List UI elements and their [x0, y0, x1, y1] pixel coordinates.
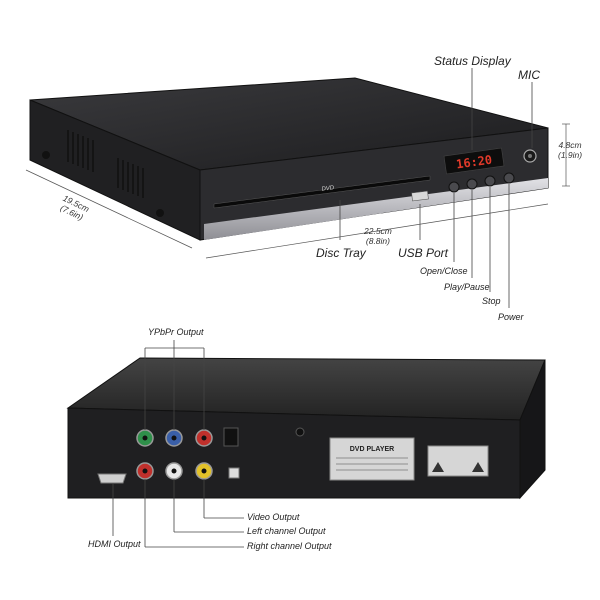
hdmi-port [97, 473, 127, 484]
usb-port-callout: USB Port [398, 246, 449, 260]
power-switch [223, 427, 239, 447]
open-close-callout: Open/Close [420, 266, 468, 276]
product-label [329, 437, 415, 481]
play-pause-callout: Play/Pause [444, 282, 490, 292]
display-time: 16:20 [455, 153, 493, 172]
left-channel-output-callout: Left channel Output [247, 526, 326, 536]
video-output-callout: Video Output [247, 512, 300, 522]
side-vents [67, 130, 144, 198]
usb-port [411, 190, 429, 202]
power-socket [228, 467, 240, 479]
width-dimension: 22.5cm (8.8in) [364, 226, 392, 246]
product-label-title: DVD PLAYER [350, 446, 394, 453]
dvd-player-back-view [66, 340, 546, 548]
back-callout-lines [112, 340, 244, 548]
power-callout: Power [498, 312, 524, 322]
warning-triangle-right [472, 462, 484, 472]
status-display-window [443, 147, 505, 175]
status-display-callout: Status Display [434, 54, 511, 68]
disc-tray-slot [213, 175, 431, 209]
side-screw-2 [156, 209, 164, 217]
side-screw-1 [42, 151, 50, 159]
hdmi-output-callout: HDMI Output [88, 539, 141, 549]
width-cm: 22.5cm [364, 226, 392, 236]
rear-screw [295, 427, 305, 437]
rear-panel-right-edge [519, 359, 546, 500]
play-pause-button [466, 178, 478, 190]
front-silver-strip [204, 178, 548, 240]
disc-tray-logo: DVD [321, 185, 335, 193]
open-close-button [448, 181, 460, 193]
av-jacks [136, 429, 213, 480]
right-channel-output-callout: Right channel Output [247, 541, 332, 551]
dvd-player-front-view [25, 68, 570, 308]
height-in: (1.9in) [558, 150, 583, 160]
ypbpr-output-callout: YPbPr Output [148, 327, 204, 337]
disc-tray-callout: Disc Tray [316, 246, 366, 260]
height-cm: 4.8cm [558, 140, 582, 150]
stop-callout: Stop [482, 296, 501, 306]
warning-triangle-left [432, 462, 444, 472]
height-dimension: 4.8cm (1.9in) [558, 140, 582, 160]
front-buttons [448, 172, 515, 193]
mic-callout: MIC [518, 68, 540, 82]
front-callout-lines [339, 68, 533, 308]
width-in: (8.8in) [365, 236, 390, 246]
power-button [503, 172, 515, 184]
stop-button [484, 175, 496, 187]
dimension-lines [25, 123, 570, 259]
